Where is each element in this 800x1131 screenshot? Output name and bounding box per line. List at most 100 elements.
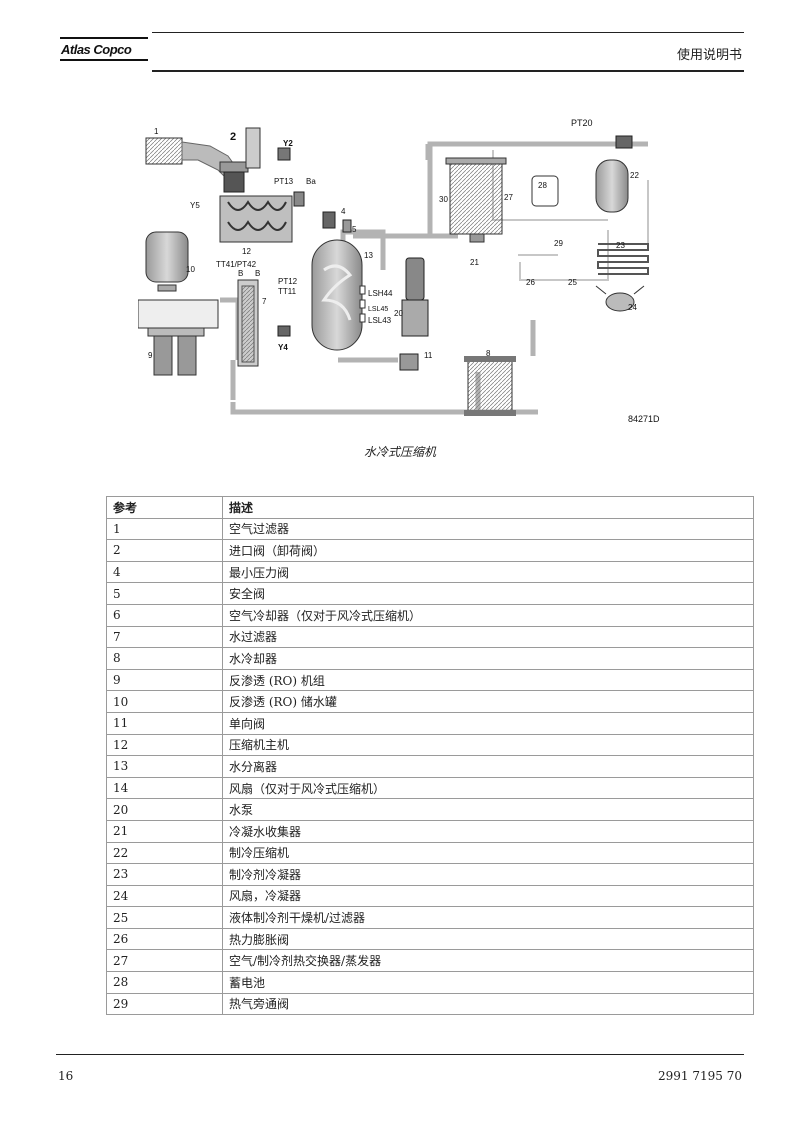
- label-13: 13: [364, 251, 373, 260]
- table-header-row: 参考 描述: [106, 496, 754, 519]
- label-lsh44: LSH44: [368, 289, 393, 298]
- label-22: 22: [630, 171, 639, 180]
- label-pt12: PT12: [278, 277, 298, 286]
- water-cooler: [464, 356, 516, 416]
- ref-cell: 14: [106, 776, 223, 800]
- label-y4: Y4: [278, 343, 288, 352]
- description-cell: 风扇（仅对于风冷式压缩机）: [222, 776, 754, 800]
- ref-cell: 27: [106, 949, 223, 973]
- label-20: 20: [394, 309, 403, 318]
- footer-rule: [56, 1054, 744, 1055]
- header-rule-top: [152, 32, 744, 33]
- ref-cell: 9: [106, 668, 223, 692]
- ref-cell: 21: [106, 819, 223, 843]
- description-cell: 热气旁通阀: [222, 992, 754, 1016]
- figure-id: 84271D: [628, 414, 660, 424]
- description-cell: 水分离器: [222, 755, 754, 778]
- label-24: 24: [628, 303, 637, 312]
- label-27: 27: [504, 193, 513, 202]
- refrigerant-condenser: [597, 243, 649, 275]
- description-cell: 液体制冷剂干燥机/过滤器: [222, 906, 754, 929]
- label-30: 30: [439, 195, 448, 204]
- description-cell: 压缩机主机: [222, 733, 754, 757]
- label-28: 28: [538, 181, 547, 190]
- label-9: 9: [148, 351, 153, 360]
- figure-caption: 水冷式压缩机: [363, 445, 436, 459]
- label-b1: B: [238, 269, 243, 278]
- compressor-schematic: 1 2 Y2 PT13 Ba Y5 4 5 12 13 TT41/PT42 B …: [138, 118, 660, 424]
- label-25: 25: [568, 278, 577, 287]
- description-cell: 安全阀: [222, 582, 754, 605]
- description-cell: 蓄电池: [222, 971, 754, 994]
- ref-cell: 8: [106, 647, 223, 670]
- ref-cell: 7: [106, 625, 223, 649]
- description-cell: 水过滤器: [222, 625, 754, 649]
- description-cell: 制冷剂冷凝器: [222, 863, 754, 886]
- description-cell: 热力膨胀阀: [222, 927, 754, 951]
- label-5: 5: [352, 225, 357, 234]
- ref-cell: 29: [106, 992, 223, 1016]
- label-tt41: TT41/PT42: [216, 260, 257, 269]
- label-8: 8: [486, 349, 491, 358]
- description-cell: 水冷却器: [222, 647, 754, 670]
- header-ref: 参考: [106, 496, 223, 519]
- label-pt13: PT13: [274, 177, 294, 186]
- ref-cell: 12: [106, 733, 223, 757]
- label-lsl43: LSL43: [368, 316, 392, 325]
- ref-cell: 28: [106, 971, 223, 994]
- ref-cell: 1: [106, 517, 223, 541]
- page-number: 16: [58, 1069, 74, 1083]
- ro-unit: [138, 299, 219, 376]
- description-cell: 进口阀（卸荷阀）: [222, 539, 754, 562]
- label-ba: Ba: [306, 177, 316, 186]
- label-11: 11: [424, 351, 433, 360]
- label-lsl45: LSL45: [368, 306, 388, 313]
- label-y5: Y5: [190, 201, 200, 210]
- label-pt20: PT20: [571, 118, 593, 128]
- label-b2: B: [255, 269, 260, 278]
- description-cell: 反渗透 (RO) 储水罐: [222, 690, 754, 713]
- label-21: 21: [470, 258, 479, 267]
- header-description: 描述: [222, 496, 754, 519]
- condenser-fan: [595, 285, 645, 312]
- water-separator: [311, 211, 366, 351]
- ref-cell: 2: [106, 539, 223, 562]
- description-cell: 空气过滤器: [222, 517, 754, 541]
- ro-tank: [145, 231, 189, 292]
- label-y2: Y2: [283, 139, 293, 148]
- ref-cell: 11: [106, 711, 223, 735]
- label-2: 2: [230, 131, 236, 143]
- label-12: 12: [242, 247, 251, 256]
- atlas-copco-logo: Atlas Copco: [60, 37, 148, 61]
- ref-cell: 22: [106, 841, 223, 865]
- inlet-valve: [219, 127, 291, 193]
- label-1: 1: [154, 127, 159, 136]
- label-26: 26: [526, 278, 535, 287]
- description-cell: 风扇，冷凝器: [222, 884, 754, 908]
- ref-cell: 26: [106, 927, 223, 951]
- label-29: 29: [554, 239, 563, 248]
- label-tt11: TT11: [278, 287, 297, 296]
- label-10: 10: [186, 265, 195, 274]
- svg-text:Atlas Copco: Atlas Copco: [60, 42, 132, 57]
- ref-cell: 23: [106, 863, 223, 886]
